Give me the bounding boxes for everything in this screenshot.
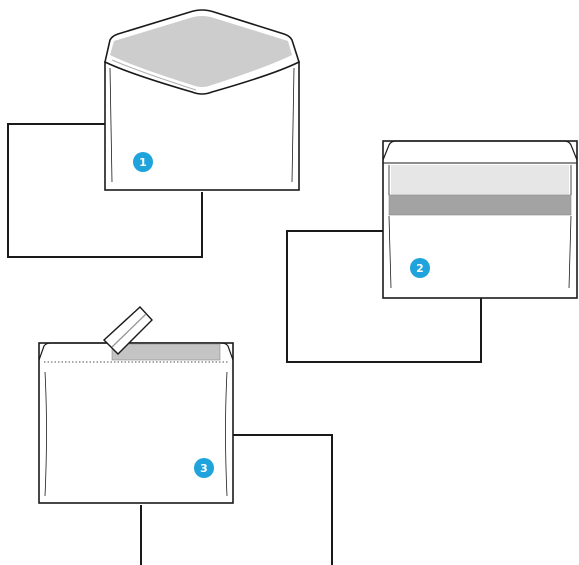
badge-1: 1 — [133, 152, 153, 172]
envelope-3-tape — [111, 343, 221, 361]
badge-3-label: 3 — [200, 462, 208, 475]
badge-1-circle — [133, 152, 153, 172]
badge-1-label: 1 — [139, 156, 147, 169]
envelope-2-body — [382, 140, 578, 299]
envelope-3-body — [38, 342, 234, 504]
figure-envelope-2: 2 — [286, 140, 578, 363]
badge-3: 3 — [194, 458, 214, 478]
envelope-2-inner — [391, 165, 569, 195]
envelope-1-flap-inner — [110, 16, 292, 87]
badge-2: 2 — [410, 258, 430, 278]
envelope-2-adhesive-strip — [388, 194, 572, 216]
badge-2-circle — [410, 258, 430, 278]
badge-3-circle — [194, 458, 214, 478]
figure-envelope-3: 3 — [38, 306, 333, 565]
figure-envelope-1: 1 — [7, 9, 300, 258]
badge-2-label: 2 — [416, 262, 424, 275]
card-3 — [233, 434, 333, 565]
